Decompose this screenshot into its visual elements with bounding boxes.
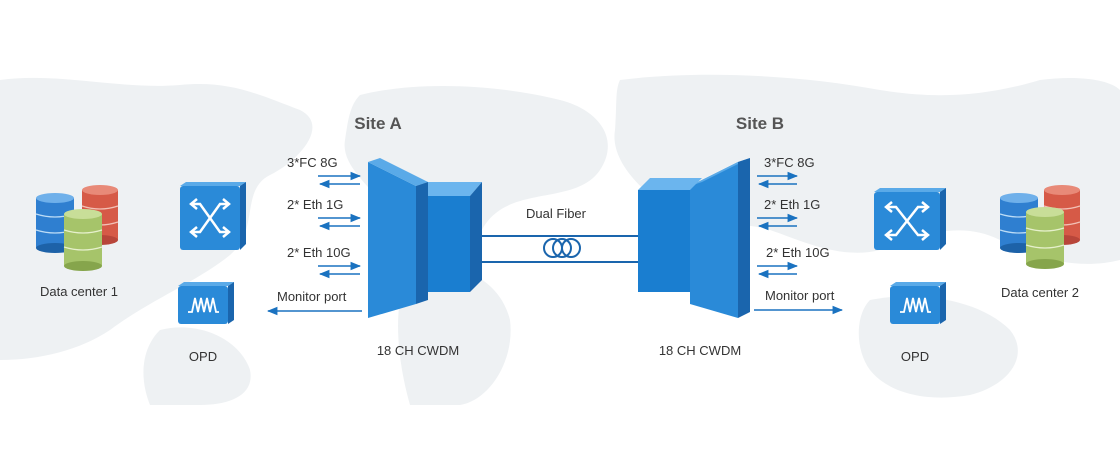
site-a-mux-label: 18 CH CWDM xyxy=(376,343,460,358)
site-a-cwdm-mux xyxy=(368,158,482,318)
database-blue-right xyxy=(999,193,1039,253)
data-center-1-label: Data center 1 xyxy=(39,284,119,299)
switch-cross-arrows-icon xyxy=(884,201,930,241)
site-a-service-label: 2* Eth 1G xyxy=(287,197,344,212)
site-a-monitor-label: Monitor port xyxy=(277,289,347,304)
fiber-link xyxy=(476,235,640,263)
dual-fiber-label: Dual Fiber xyxy=(526,206,586,221)
site-b-service-label: 2* Eth 1G xyxy=(764,197,821,212)
site-b-cwdm-mux xyxy=(638,158,750,318)
site-b-service-arrows xyxy=(754,171,844,315)
site-b-monitor-label: Monitor port xyxy=(765,288,835,303)
waveform-icon xyxy=(900,297,931,313)
opd-left-label: OPD xyxy=(188,349,218,364)
database-stack-icon xyxy=(999,185,1081,269)
site-a-service-label: 3*FC 8G xyxy=(287,155,338,170)
site-b-service-label: 3*FC 8G xyxy=(764,155,815,170)
data-center-2-label: Data center 2 xyxy=(1000,285,1080,300)
database-stack-icon xyxy=(35,185,119,271)
opd-left-device xyxy=(178,282,234,324)
opd-right-label: OPD xyxy=(900,349,930,364)
site-a-service-label: 2* Eth 10G xyxy=(287,245,351,260)
fiber-coil-icon xyxy=(543,238,581,258)
switch-left xyxy=(180,182,246,250)
database-green-right xyxy=(1025,207,1065,269)
site-a-title: Site A xyxy=(354,114,402,133)
database-green-left xyxy=(63,209,103,271)
switch-right xyxy=(874,188,946,250)
waveform-icon xyxy=(188,297,219,313)
opd-right-device xyxy=(890,282,946,324)
site-b-mux-label: 18 CH CWDM xyxy=(658,343,742,358)
site-b-title: Site B xyxy=(735,114,785,133)
site-b-service-label: 2* Eth 10G xyxy=(766,245,830,260)
switch-cross-arrows-icon xyxy=(189,198,231,238)
site-a-service-arrows xyxy=(266,171,362,316)
